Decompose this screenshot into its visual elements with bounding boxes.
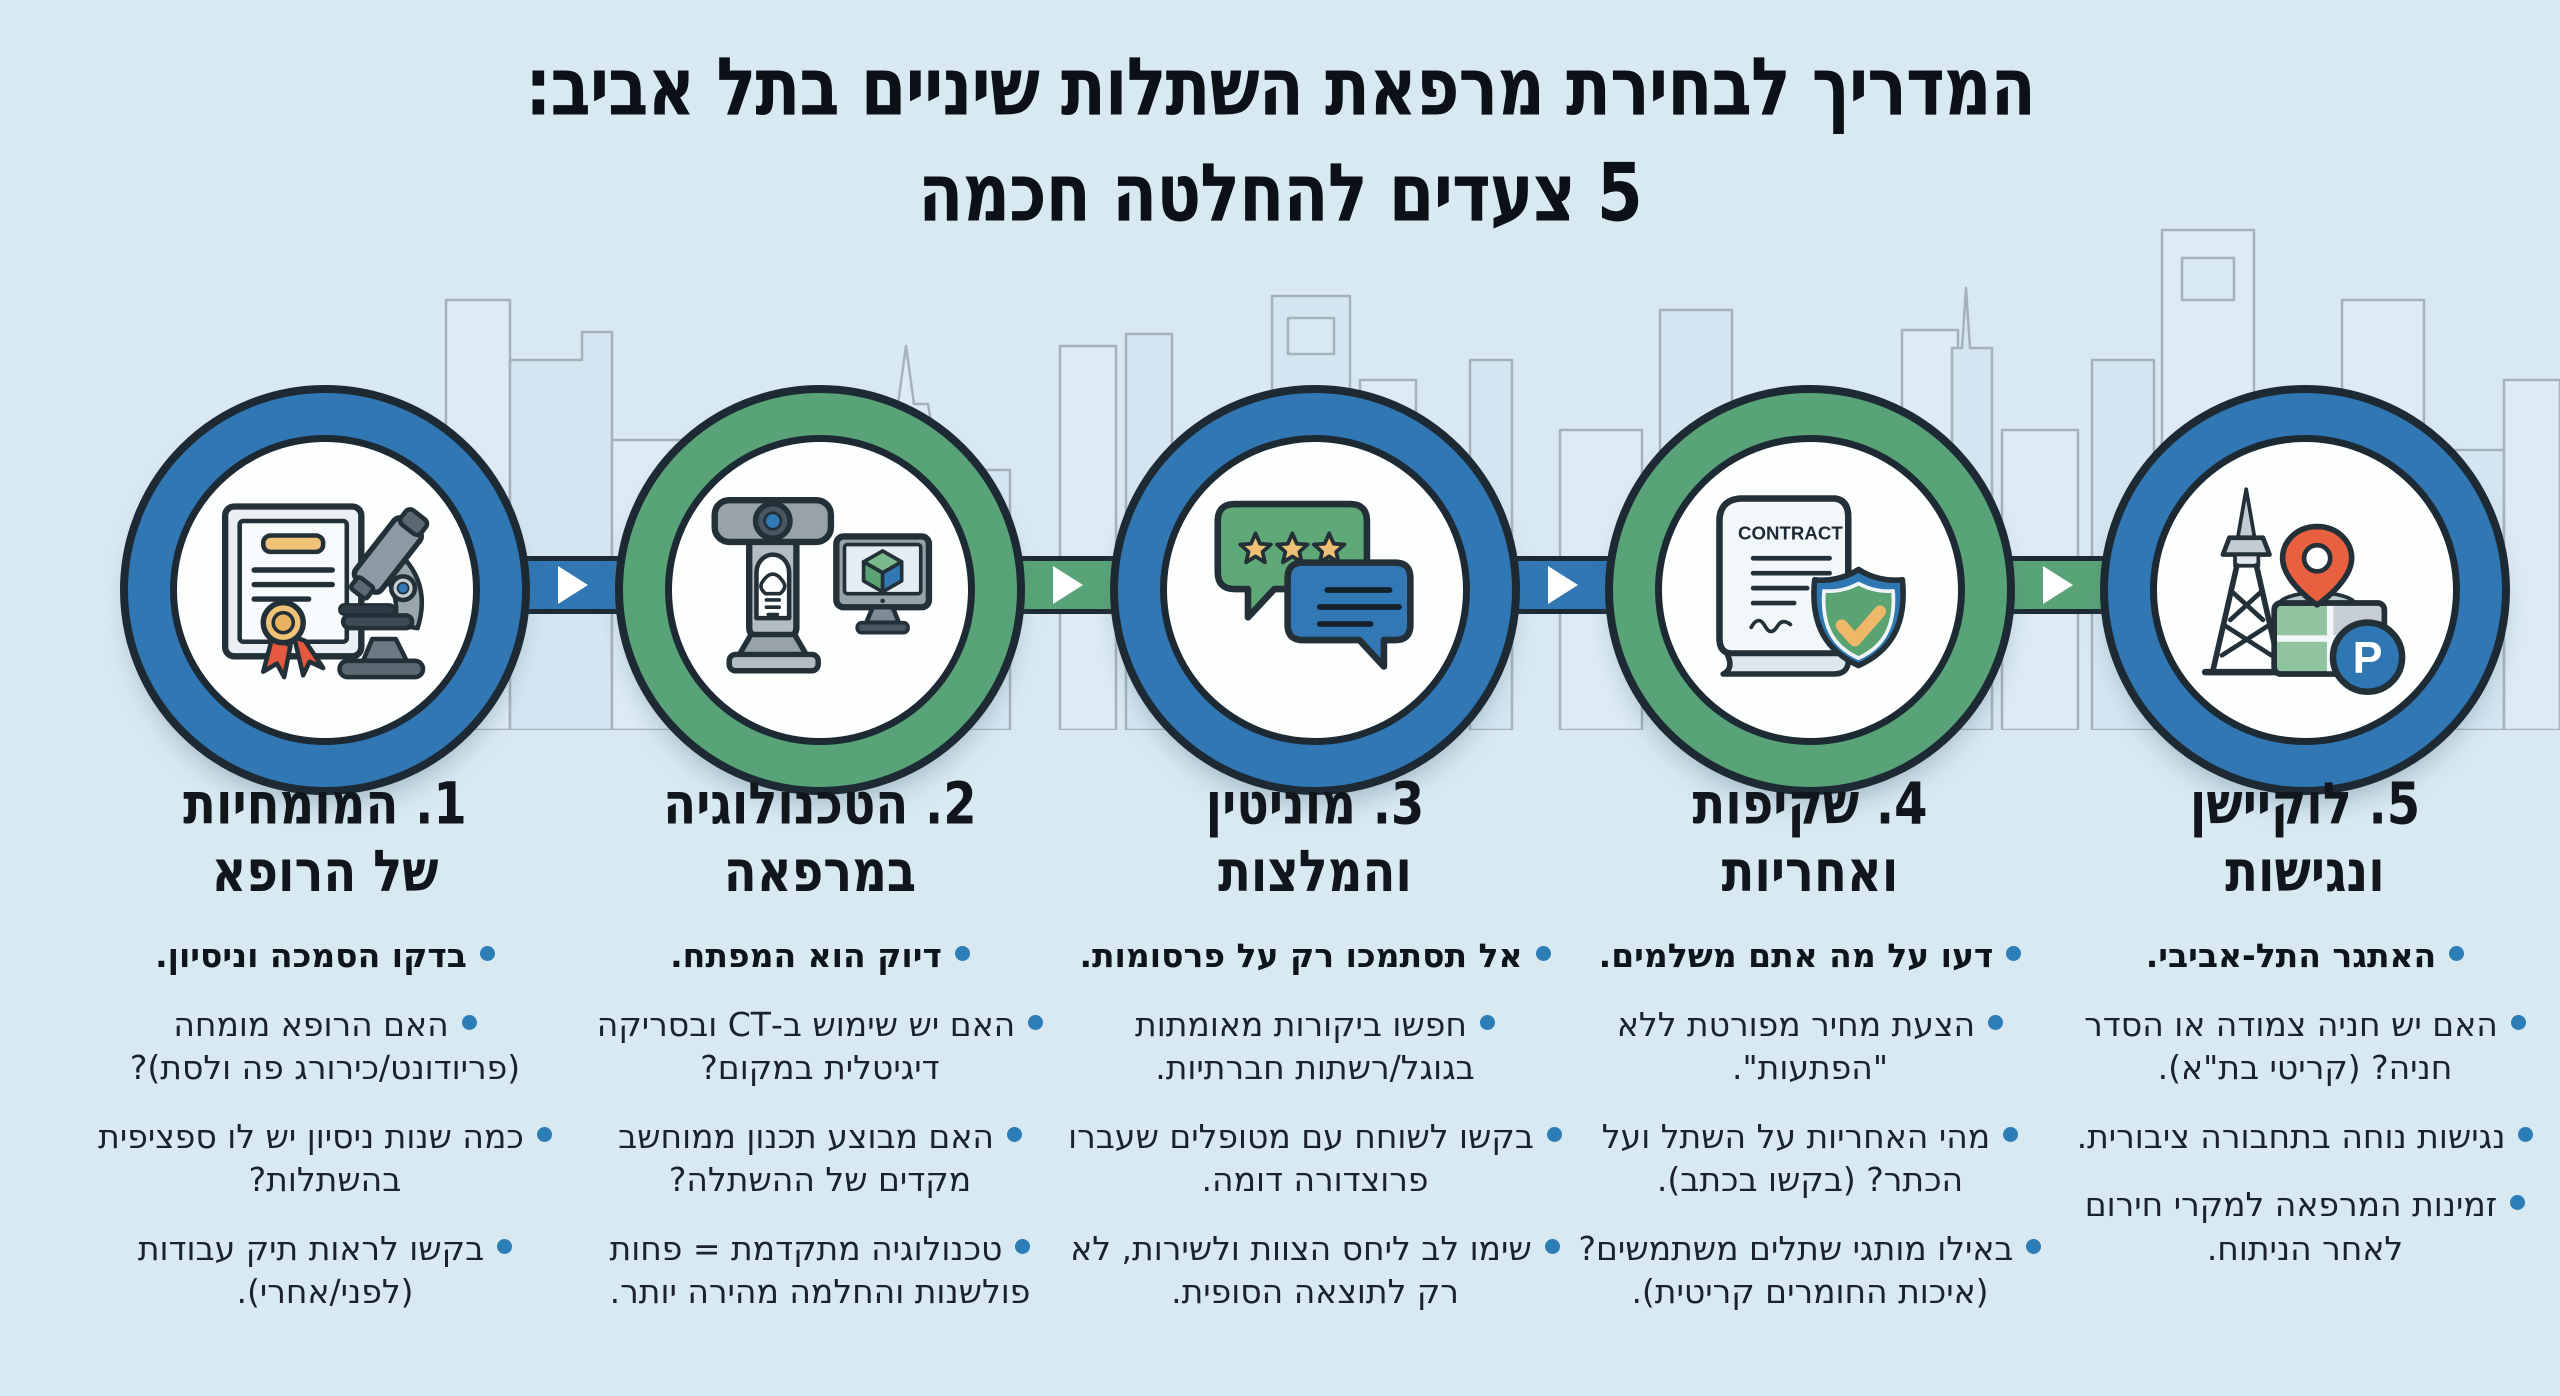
- step-circle-2: [615, 385, 1025, 795]
- bullet-dot-icon: [536, 1126, 552, 1142]
- bullet-item: דיוק הוא המפתח.: [570, 934, 1070, 978]
- bullet-dot-icon: [2510, 1195, 2526, 1211]
- bullet-item: בקשו לראות תיק עבודות (לפני/אחרי).: [75, 1227, 575, 1314]
- bullet-item: אל תסתמכו רק על פרסומות.: [1065, 934, 1565, 978]
- bullet-dot-icon: [1028, 1014, 1044, 1030]
- location-parking-icon: P: [2201, 487, 2406, 695]
- bullet-item: שימו לב ליחס הצוות ולשירות, לא רק לתוצאה…: [1065, 1227, 1565, 1314]
- contract-shield-icon: CONTRACT: [1716, 495, 1906, 677]
- parking-badge: [2329, 619, 2406, 695]
- bullet-item: מהי האחריות על השתל ועל הכתר? (בקשו בכתב…: [1560, 1115, 2060, 1202]
- bullet-item: טכנולוגיה מתקדמת = פחות פולשנות והחלמה מ…: [609, 1228, 1031, 1312]
- bullet-dot-icon: [1479, 1014, 1495, 1030]
- step-circle-1: [120, 385, 530, 795]
- bullet-item: בדקו הסמכה וניסיון.: [75, 934, 575, 978]
- bullet-dot-icon: [1988, 1014, 2004, 1030]
- right-arrow-icon: [2042, 566, 2073, 604]
- bullet-dot-icon: [497, 1238, 513, 1254]
- right-arrow-icon: [557, 566, 588, 604]
- bullet-item: באילו מותגי שתלים משתמשים? (איכות החומרי…: [1560, 1227, 2060, 1314]
- bullet-dot-icon: [2518, 1126, 2534, 1142]
- bullet-dot-icon: [461, 1014, 477, 1030]
- step-title-5: 5. לוקיישן ונגישות: [2189, 770, 2421, 905]
- bullet-item: האם יש שימוש ב-CT ובסריקה דיגיטלית במקום…: [570, 1003, 1070, 1090]
- right-arrow-icon: [1052, 566, 1083, 604]
- bullet-dot-icon: [1535, 946, 1551, 961]
- bullet-item: הצעת מחיר מפורטת ללא "הפתעות".: [1560, 1003, 2060, 1090]
- bullet-item: בקשו לשוחח עם מטופלים שעברו פרוצדורה דומ…: [1065, 1115, 1565, 1202]
- bullet-item: האתגר התל-אביבי.: [2055, 934, 2555, 978]
- bullet-dot-icon: [1546, 1126, 1562, 1142]
- step-bullets-3: אל תסתמכו רק על פרסומות. חפשו ביקורות מא…: [1065, 934, 1565, 1339]
- step-circle-5: P: [2100, 385, 2510, 795]
- bullet-item: נגישות נוחה בתחבורה ציבורית.: [2055, 1115, 2555, 1159]
- bullet-dot-icon: [2003, 1126, 2019, 1142]
- step-circle-3: [1110, 385, 1520, 795]
- bullet-dot-icon: [2026, 1238, 2042, 1254]
- bullet-item: כמה שנות ניסיון יש לו ספציפית בהשתלות?: [75, 1115, 575, 1202]
- step-bullets-4: דעו על מה אתם משלמים. הצעת מחיר מפורטת ל…: [1560, 934, 2060, 1339]
- bullet-dot-icon: [954, 946, 970, 961]
- step-title-3: 3. מוניטין והמלצות: [1205, 770, 1425, 905]
- certificate-microscope-icon: [221, 503, 430, 680]
- step-bullets-5: האתגר התל-אביבי. האם יש חניה צמודה או הס…: [2055, 934, 2555, 1295]
- review-chat-bubbles-icon: [1214, 500, 1414, 670]
- bullet-dot-icon: [2449, 946, 2465, 961]
- step-bullets-2: דיוק הוא המפתח. האם יש שימוש ב-CT ובסריק…: [570, 934, 1070, 1339]
- page-title-line1: המדריך לבחירת מרפאת השתלות שיניים בתל אב…: [525, 40, 2036, 135]
- step-title-2: 2. הטכנולוגיה במרפאה: [663, 770, 977, 905]
- right-arrow-icon: [1547, 566, 1578, 604]
- bullet-item: האם יש חניה צמודה או הסדר חניה? (קריטי ב…: [2055, 1003, 2555, 1090]
- step-title-1: 1. המומחיות של הרופא: [183, 770, 467, 905]
- bullet-dot-icon: [479, 946, 495, 961]
- bullet-item: חפשו ביקורות מאומתות בגוגל/רשתות חברתיות…: [1065, 1003, 1565, 1090]
- bullet-dot-icon: [2006, 946, 2022, 961]
- bullet-dot-icon: [1544, 1238, 1560, 1254]
- bullet-dot-icon: [1015, 1238, 1031, 1254]
- page-title-line2: 5 צעדים להחלטה חכמה: [918, 146, 1643, 241]
- bullet-item: דעו על מה אתם משלמים.: [1560, 934, 2060, 978]
- bullet-dot-icon: [2510, 1014, 2526, 1030]
- parking-label: P: [2353, 633, 2383, 683]
- step-circle-4: CONTRACT: [1605, 385, 2015, 795]
- step-title-4: 4. שקיפות ואחריות: [1692, 770, 1928, 905]
- bullet-item: האם הרופא מומחה (פריודונט/כירורג פה ולסת…: [129, 1004, 521, 1088]
- ct-scanner-monitor-icon: [711, 496, 933, 674]
- contract-label: CONTRACT: [1738, 523, 1843, 544]
- step-bullets-1: בדקו הסמכה וניסיון. האם הרופא מומחה (פרי…: [75, 934, 575, 1339]
- bullet-dot-icon: [1006, 1126, 1022, 1142]
- bullet-item: זמינות המרפאה למקרי חירום לאחר הניתוח.: [2055, 1183, 2555, 1270]
- bullet-item: האם מבוצע תכנון ממוחשב מקדים של ההשתלה?: [570, 1115, 1070, 1202]
- page-title: המדריך לבחירת מרפאת השתלות שיניים בתל אב…: [0, 34, 2560, 247]
